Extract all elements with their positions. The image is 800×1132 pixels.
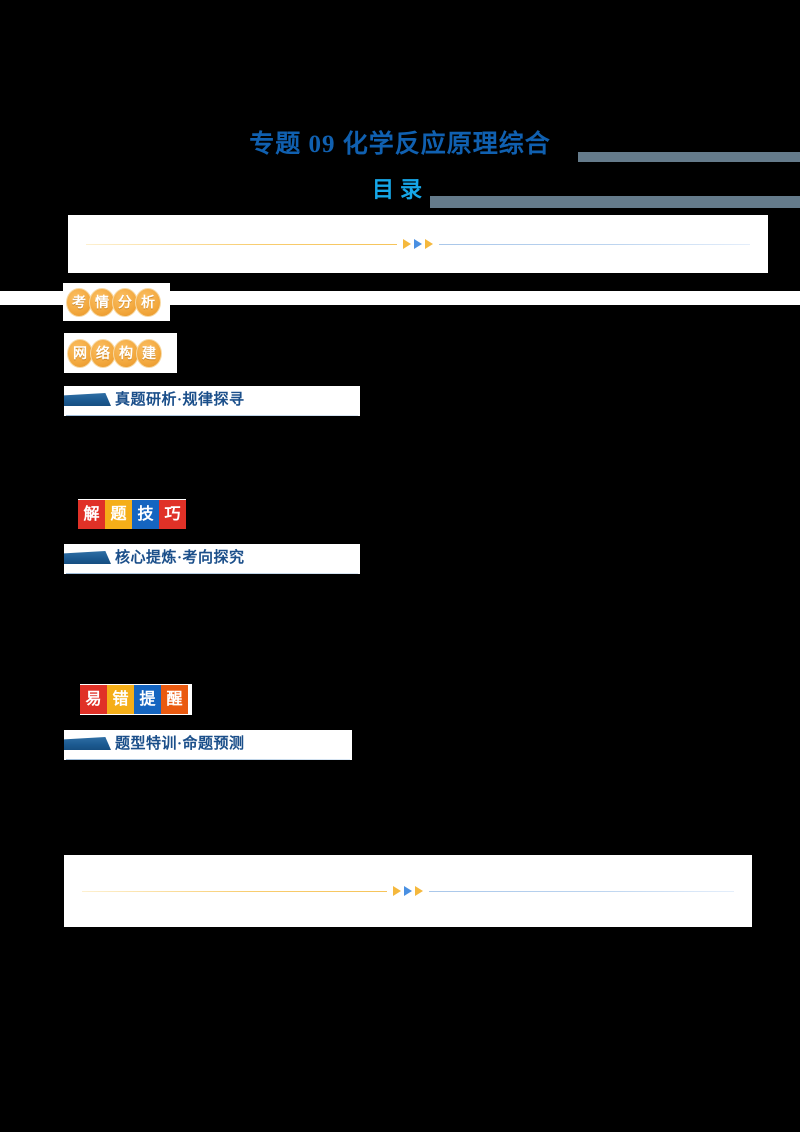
- page-title: 专题 09 化学反应原理综合: [249, 131, 551, 158]
- badge-cell: 解: [78, 499, 105, 529]
- parallelogram-marker-icon: [64, 737, 111, 750]
- paper-strip-upper: [0, 291, 800, 305]
- heading-row: 核心提炼·考向探究: [64, 544, 360, 574]
- page-subtitle: 目录: [371, 177, 428, 202]
- badge-cell: 题: [105, 499, 132, 529]
- triangle-right-icon: [414, 239, 422, 249]
- round-badge-group: 考 情 分 析: [63, 283, 170, 321]
- heading-zhenti-yanxi[interactable]: 真题研析·规律探寻: [64, 386, 360, 416]
- badge-char: 情: [89, 287, 115, 317]
- divider-line-left: [82, 890, 387, 892]
- badge-char: 析: [135, 287, 161, 317]
- heading-row: 真题研析·规律探寻: [64, 386, 360, 416]
- badge-char: 络: [90, 338, 116, 368]
- heading-label: 真题研析·规律探寻: [115, 391, 245, 408]
- heading-tixing-texun[interactable]: 题型特训·命题预测: [64, 730, 352, 760]
- triangle-right-icon: [425, 239, 433, 249]
- round-badge-group: 网 络 构 建: [64, 333, 177, 373]
- badge-kaoqing-fenxi[interactable]: 考 情 分 析: [63, 283, 170, 321]
- parallelogram-marker-icon: [64, 551, 111, 564]
- square-badge-group: 解 题 技 巧: [78, 499, 186, 529]
- badge-char: 网: [67, 338, 93, 368]
- parallelogram-marker-icon: [64, 393, 111, 406]
- top-divider-panel: [68, 215, 768, 273]
- badge-cell: 易: [80, 685, 107, 714]
- divider-line-right: [439, 243, 750, 245]
- badge-char: 考: [66, 287, 92, 317]
- badge-cell: 错: [107, 685, 134, 714]
- heading-hexin-tilian[interactable]: 核心提炼·考向探究: [64, 544, 360, 574]
- divider-arrow-group: [397, 239, 439, 249]
- heading-underline: [66, 415, 358, 416]
- heading-underline: [66, 759, 350, 760]
- badge-cell: 提: [134, 685, 161, 714]
- badge-wangluo-goujian[interactable]: 网 络 构 建: [64, 333, 177, 373]
- heading-label: 题型特训·命题预测: [115, 735, 245, 752]
- badge-cell: 醒: [161, 685, 188, 714]
- triangle-right-icon: [393, 886, 401, 896]
- heading-row: 题型特训·命题预测: [64, 730, 352, 760]
- top-divider-row: [68, 239, 768, 249]
- subtitle-decor-band-right: [430, 196, 800, 208]
- badge-jieti-jiqiao[interactable]: 解 题 技 巧: [78, 499, 186, 529]
- triangle-right-icon: [415, 886, 423, 896]
- bottom-divider-panel: [64, 855, 752, 927]
- divider-line-left: [86, 243, 397, 245]
- triangle-right-icon: [404, 886, 412, 896]
- badge-char: 分: [112, 287, 138, 317]
- badge-char: 构: [113, 338, 139, 368]
- triangle-right-icon: [403, 239, 411, 249]
- divider-line-right: [429, 890, 734, 892]
- badge-yicuo-tixing[interactable]: 易 错 提 醒: [80, 684, 192, 715]
- heading-label: 核心提炼·考向探究: [115, 549, 245, 566]
- title-decor-band-right: [578, 152, 800, 162]
- badge-cell: 技: [132, 499, 159, 529]
- divider-arrow-group: [387, 886, 429, 896]
- bottom-divider-row: [64, 886, 752, 896]
- badge-cell: 巧: [159, 499, 186, 529]
- square-badge-group: 易 错 提 醒: [80, 684, 192, 715]
- badge-char: 建: [136, 338, 162, 368]
- heading-underline: [66, 573, 358, 574]
